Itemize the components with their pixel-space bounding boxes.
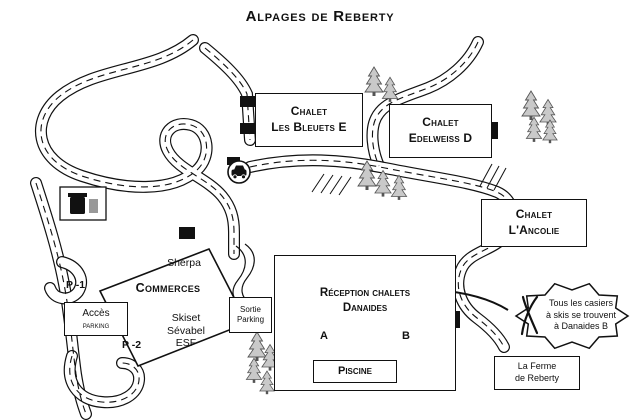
callout-line2: à skis se trouvent	[545, 309, 617, 320]
esf-label: ESF	[175, 337, 197, 350]
crossed-skis-icon	[520, 295, 539, 336]
chalet-edelweiss-line2: Edelweiss D	[408, 131, 473, 145]
ferme-line1: La Ferme	[517, 361, 557, 372]
skiset-label: Skiset	[171, 312, 201, 324]
chalet-ancolie-line2: L'Ancolie	[508, 223, 560, 237]
parking-level-2-label: P -2	[122, 339, 142, 351]
chalet-ancolie-line1: Chalet	[515, 207, 553, 222]
unit-b-label: B	[402, 329, 410, 342]
reception-line2: Danaides	[342, 301, 388, 314]
sherpa-label: Sherpa	[167, 257, 201, 269]
ski-lockers-callout-bubble	[514, 282, 630, 350]
chalet-les-bleuets-line1: Chalet	[290, 104, 328, 119]
commerces-label: Commerces	[135, 281, 201, 295]
entrance-marker	[227, 157, 240, 165]
ferme-line2: de Reberty	[514, 373, 560, 383]
parking-level-1-label: P -1	[66, 279, 86, 291]
trash-icon	[59, 186, 107, 221]
fir-tree-icon	[259, 370, 275, 395]
fir-tree-icon	[525, 116, 543, 143]
fir-tree-icon	[521, 90, 541, 121]
page-title: Alpages de Reberty	[245, 8, 395, 25]
reception-units: A B	[320, 329, 410, 343]
sortie-line2: Parking	[236, 315, 265, 324]
acces-parking-box: Accès parking	[64, 302, 128, 336]
chalet-les-bleuets-box: Chalet Les Bleuets E	[255, 93, 363, 147]
slope-hatching	[311, 163, 507, 196]
acces-line1: Accès	[82, 307, 110, 319]
fir-tree-icon	[364, 66, 384, 97]
callout-line3: à Danaides B	[553, 321, 609, 332]
fir-tree-icon	[390, 174, 408, 201]
fir-tree-icon	[539, 99, 557, 127]
unit-a-label: A	[320, 329, 328, 342]
fir-tree-icon	[542, 119, 558, 144]
fir-tree-icon	[247, 331, 267, 362]
ferme-reberty-box: La Ferme de Reberty	[494, 356, 580, 390]
entrance-marker	[240, 123, 257, 134]
skiset-block: Skiset Sévabel ESF	[146, 312, 226, 350]
chalet-les-bleuets-line2: Les Bleuets E	[271, 120, 347, 134]
piscine-box: Piscine	[313, 360, 397, 383]
entrance-marker	[179, 227, 195, 239]
callout-line1: Tous les casiers	[548, 298, 614, 308]
sevabel-label: Sévabel	[167, 324, 205, 337]
piscine-label: Piscine	[337, 365, 372, 378]
chalet-ancolie-box: Chalet L'Ancolie	[481, 199, 587, 247]
fir-tree-icon	[381, 76, 399, 103]
sortie-line1: Sortie	[240, 304, 261, 314]
chalet-edelweiss-line1: Chalet	[422, 115, 459, 130]
car-icon	[227, 160, 251, 184]
ski-lockers-callout-text: Tous les casiers à skis se trouvent à Da…	[539, 298, 623, 333]
acces-line2: parking	[82, 319, 110, 330]
entrance-marker	[240, 96, 257, 107]
chalet-edelweiss-box: Chalet Edelweiss D	[389, 104, 492, 158]
fir-tree-icon	[245, 357, 263, 384]
reception-line1: Réception chalets	[319, 287, 411, 299]
sortie-parking-box: Sortie Parking	[229, 297, 272, 333]
